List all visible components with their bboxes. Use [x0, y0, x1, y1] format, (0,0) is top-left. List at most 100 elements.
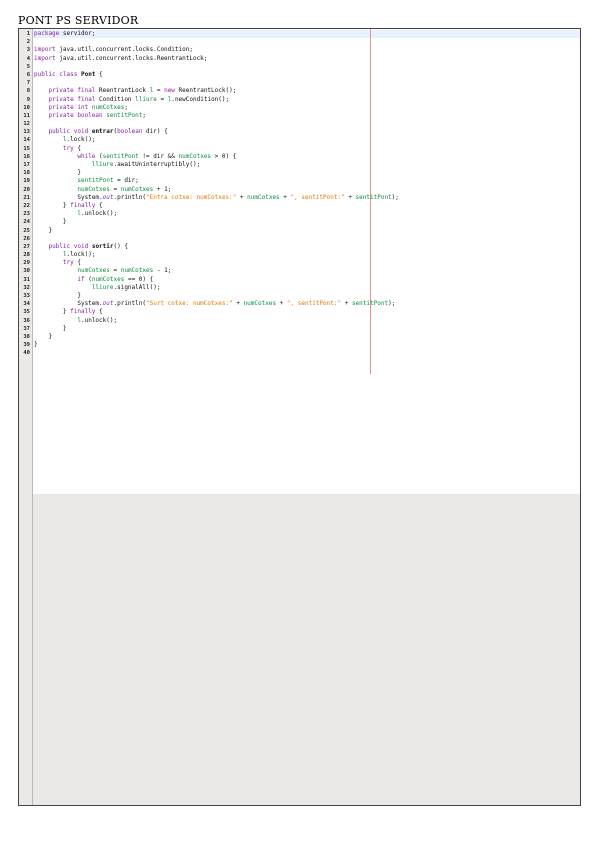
code-line[interactable]: 5: [27, 63, 580, 71]
code-token: l: [62, 251, 67, 259]
code-token: }: [34, 292, 81, 299]
code-line[interactable]: 12: [23, 120, 580, 128]
code-token: try: [62, 259, 74, 267]
code-line[interactable]: 24 }: [23, 218, 580, 226]
code-token: private boolean: [48, 111, 103, 119]
code-text: lliure.signalAll();: [34, 284, 161, 292]
line-number: 24: [23, 219, 30, 226]
line-number: 30: [23, 268, 30, 275]
code-line[interactable]: 39}: [23, 341, 580, 349]
line-number: 14: [23, 137, 30, 144]
code-token: {: [73, 259, 81, 267]
code-line[interactable]: 36 l.unlock();: [23, 317, 580, 325]
code-token: [34, 259, 63, 266]
code-line[interactable]: 18 }: [23, 169, 580, 177]
code-text: lliure.awaitUninterruptibly();: [34, 161, 200, 169]
code-line[interactable]: 8 private final ReentrantLock l = new Re…: [27, 87, 580, 95]
code-line[interactable]: 40: [23, 349, 580, 357]
code-text: } finally {: [34, 202, 103, 210]
code-token: [34, 96, 48, 103]
code-token: ", sentitPont:": [290, 193, 345, 201]
code-token: System.: [34, 193, 103, 201]
code-token: l: [62, 136, 67, 144]
line-number: 38: [23, 333, 30, 340]
code-line[interactable]: 14 l.lock();: [23, 136, 580, 144]
code-token: ReentrantLock: [95, 87, 150, 95]
code-text: }: [34, 218, 67, 226]
line-number: 34: [23, 301, 30, 308]
code-line[interactable]: 35 } finally {: [23, 308, 580, 316]
code-line[interactable]: 28 l.lock();: [23, 251, 580, 259]
line-number: 7: [26, 80, 30, 87]
code-line[interactable]: 30 numCotxes = numCotxes - 1;: [23, 267, 580, 275]
code-text: l.unlock();: [34, 210, 117, 218]
line-number: 9: [26, 96, 30, 103]
code-line[interactable]: 15 try {: [23, 145, 580, 153]
code-token: }: [34, 201, 71, 209]
code-token: [34, 177, 77, 184]
line-number: 13: [23, 129, 30, 136]
code-text: l.unlock();: [34, 317, 117, 325]
code-line[interactable]: 22 } finally {: [23, 202, 580, 210]
code-line[interactable]: 9 private final Condition lliure = l.new…: [27, 95, 580, 104]
code-line[interactable]: 16 while (sentitPont != dir && numCotxes…: [23, 152, 580, 161]
code-token: .lock();: [66, 136, 96, 144]
code-line[interactable]: 38 }: [23, 333, 580, 341]
code-line[interactable]: 29 try {: [23, 259, 580, 267]
code-token: =: [153, 87, 165, 95]
code-line[interactable]: 32 lliure.signalAll();: [23, 284, 580, 292]
code-line[interactable]: 11 private boolean sentitPont;: [23, 112, 580, 120]
code-line[interactable]: 20 numCotxes = numCotxes + 1;: [23, 186, 580, 194]
code-token: .newCondition();: [171, 95, 230, 103]
code-line[interactable]: 7: [27, 79, 580, 87]
code-token: [34, 251, 63, 258]
code-line[interactable]: 31 if (numCotxes == 0) {: [23, 276, 580, 284]
code-token: private final: [48, 87, 96, 95]
code-line[interactable]: 13 public void entrar(boolean dir) {: [23, 128, 580, 136]
code-token: servidor;: [59, 30, 96, 37]
code-text: private boolean sentitPont;: [34, 112, 146, 120]
code-token: ;: [124, 103, 128, 111]
line-number: 18: [23, 170, 30, 177]
line-number: 11: [23, 112, 30, 119]
code-token: = dir;: [113, 177, 139, 185]
code-token: finally: [70, 308, 96, 316]
code-token: Pont: [80, 70, 96, 78]
code-text: import java.util.concurrent.locks.Condit…: [34, 46, 193, 54]
code-line[interactable]: 17 lliure.awaitUninterruptibly();: [23, 161, 580, 169]
code-line[interactable]: 27 public void sortir() {: [23, 243, 580, 251]
code-token: }: [34, 218, 67, 226]
code-token: =: [156, 95, 168, 103]
code-token: out: [102, 193, 114, 201]
code-line[interactable]: 10 private int numCotxes;: [23, 104, 580, 112]
line-number: 32: [23, 284, 30, 291]
line-number: 10: [23, 104, 30, 111]
code-line[interactable]: 26: [23, 235, 580, 243]
code-token: new: [164, 87, 175, 95]
code-line[interactable]: 23 l.unlock();: [23, 210, 580, 218]
code-line[interactable]: 37 }: [23, 325, 580, 333]
code-token: (: [95, 152, 103, 160]
code-token: [34, 284, 92, 291]
code-line[interactable]: 33 }: [23, 292, 580, 300]
code-token: +: [341, 300, 352, 308]
code-line[interactable]: 2: [27, 38, 580, 46]
line-number: 20: [23, 186, 30, 193]
code-text: private int numCotxes;: [34, 104, 128, 112]
code-token: boolean: [117, 128, 143, 136]
code-text: private final ReentrantLock l = new Reen…: [34, 87, 236, 95]
code-line[interactable]: 19 sentitPont = dir;: [23, 177, 580, 185]
code-line[interactable]: 34 System.out.println("Surt cotxe: numCo…: [23, 300, 580, 308]
code-token: numCotxes: [247, 193, 280, 201]
code-line[interactable]: 25 }: [23, 227, 580, 235]
code-token: import: [34, 46, 56, 54]
code-line[interactable]: 21 System.out.println("Entra cotxe: numC…: [23, 193, 580, 202]
code-token: "Entra cotxe: numCotxes:": [146, 193, 237, 201]
